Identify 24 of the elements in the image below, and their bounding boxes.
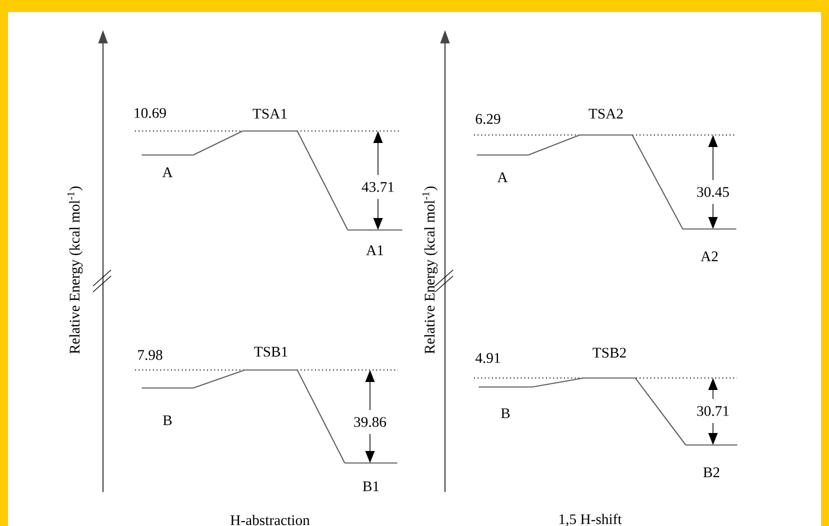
energy-level: B xyxy=(478,386,532,418)
energy-level: TSB1 xyxy=(244,346,298,371)
pathway-line xyxy=(634,378,686,446)
pathway-line xyxy=(528,134,580,156)
pathway-line xyxy=(193,130,243,156)
energy-level: A xyxy=(476,154,528,182)
axis-label: Relative Energy (kcal mol$^{-1}$) xyxy=(422,186,438,354)
energy-level: B1 xyxy=(344,462,398,492)
pathway-line xyxy=(532,377,584,388)
axis-label: Relative Energy (kcal mol$^{-1}$) xyxy=(67,186,83,354)
energy-level: TSB2 xyxy=(584,348,636,379)
pathway-line xyxy=(296,370,346,464)
pathway-line xyxy=(296,130,348,230)
panel-title: 1,5 H-shift xyxy=(560,514,622,526)
energy-level: TSA2 xyxy=(580,108,632,136)
energy-level: TSA1 xyxy=(242,108,298,132)
pathway-line xyxy=(193,370,245,389)
energy-level: A2 xyxy=(682,228,736,262)
energy-level: A1 xyxy=(348,229,402,256)
energy-level: B xyxy=(142,387,194,426)
energy-level: B2 xyxy=(686,444,738,478)
energy-level: A xyxy=(142,154,194,178)
pathway-line xyxy=(632,134,684,230)
panel-title: H-abstraction xyxy=(230,514,310,526)
